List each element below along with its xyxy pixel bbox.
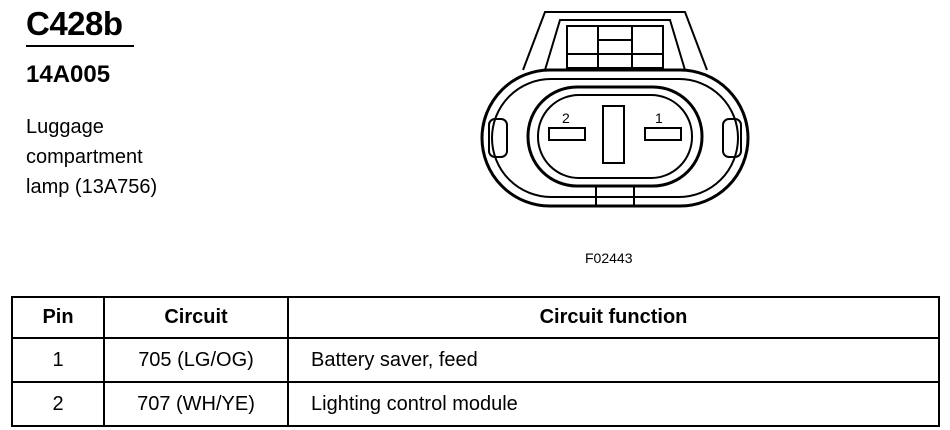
pin-label: 2 bbox=[562, 110, 570, 126]
description-line: compartment bbox=[26, 146, 143, 168]
terminal-pin-1 bbox=[644, 127, 682, 141]
table-row: 1 705 (LG/OG) Battery saver, feed bbox=[11, 337, 940, 383]
connector-cavity bbox=[526, 85, 704, 188]
connector-face-diagram: 2 1 bbox=[480, 11, 750, 208]
cell-circuit: 707 (WH/YE) bbox=[103, 381, 289, 427]
connector-id-underline bbox=[26, 45, 134, 47]
pin-label: 1 bbox=[655, 110, 663, 126]
side-key-right bbox=[722, 118, 742, 158]
description-line: Luggage bbox=[26, 116, 104, 138]
cell-circuit-function: Lighting control module bbox=[287, 381, 940, 427]
connector-description: Luggage compartment lamp (13A756) bbox=[26, 112, 226, 202]
lock-tab-housing bbox=[522, 11, 708, 71]
part-number: 14A005 bbox=[26, 61, 111, 88]
lock-tab-frame bbox=[566, 25, 664, 69]
connector-outer-shell bbox=[480, 68, 750, 208]
description-line: lamp (13A756) bbox=[26, 176, 158, 198]
header-pin: Pin bbox=[11, 296, 105, 339]
lock-tab-inner bbox=[544, 19, 686, 71]
terminal-pin-2 bbox=[548, 127, 586, 141]
cell-circuit-function: Battery saver, feed bbox=[287, 337, 940, 383]
table-header-row: Pin Circuit Circuit function bbox=[11, 296, 940, 339]
center-polarization-rib bbox=[602, 105, 625, 164]
connector-cavity-inner bbox=[537, 94, 693, 179]
figure-id: F02443 bbox=[585, 250, 633, 266]
connector-mid-shell bbox=[491, 78, 739, 198]
header-circuit-function: Circuit function bbox=[287, 296, 940, 339]
pin-circuit-table: Pin Circuit Circuit function 1 705 (LG/O… bbox=[11, 296, 940, 427]
cell-pin: 2 bbox=[11, 381, 105, 427]
lock-tab-latch bbox=[597, 39, 633, 55]
connector-id: C428b bbox=[26, 5, 123, 42]
table-row: 2 707 (WH/YE) Lighting control module bbox=[11, 381, 940, 427]
header-circuit: Circuit bbox=[103, 296, 289, 339]
side-key-left bbox=[488, 118, 508, 158]
cell-pin: 1 bbox=[11, 337, 105, 383]
cell-circuit: 705 (LG/OG) bbox=[103, 337, 289, 383]
